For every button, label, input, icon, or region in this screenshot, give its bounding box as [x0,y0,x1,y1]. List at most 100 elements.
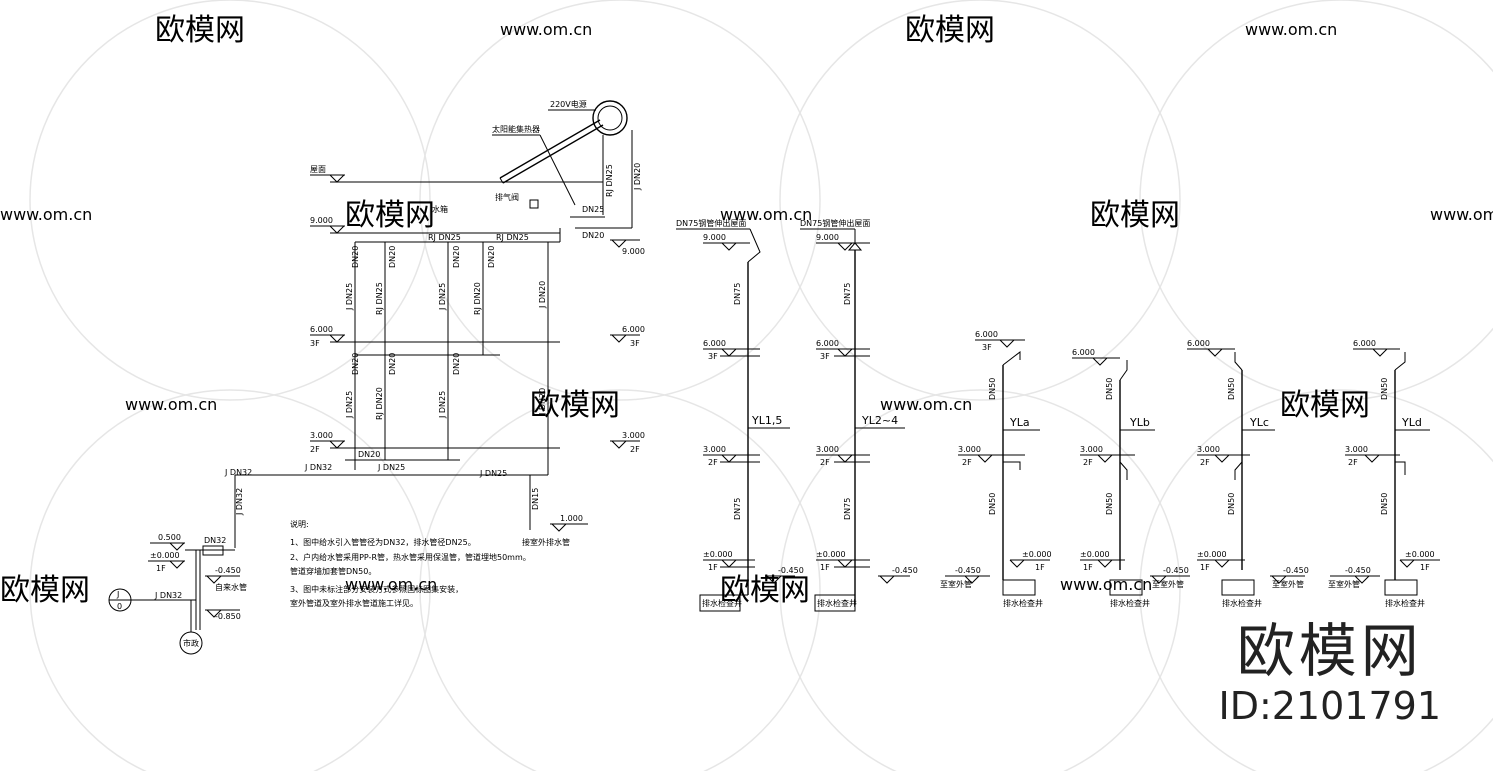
riser-level: 3.000 [1080,445,1103,454]
floor-3f-right: 3F [630,339,640,348]
watermark-url: www.om.cn [500,20,592,39]
riser-sump: 排水检查井 [1385,598,1425,608]
riser-name: YLa [1009,416,1030,429]
pipe-label-dn20: DN20 [582,231,604,240]
pipe-label-rj-dn20: RJ DN20 [375,387,384,420]
inspection-well-icon [1384,579,1418,596]
riser-ylc: 6.000 DN50 YLc 3.000 2F DN50 ±0.000 1F -… [1187,339,1309,608]
inspection-well-icon [1109,579,1143,596]
inspection-well-icon [1221,579,1255,596]
note-line: 管道穿墙加套管DN50。 [290,566,376,576]
riser-level: -0.450 [892,566,918,575]
pipe-label-rj-dn25: RJ DN25 [375,282,384,315]
floor-2f: 2F [310,445,320,454]
vent-label: 排气阀 [495,192,519,202]
riser-pipe: DN50 [988,378,997,400]
pipe-label-dn20: DN20 [452,246,461,268]
riser-floor: 3F [820,352,830,361]
riser-floor: 2F [962,458,972,467]
floor-3f: 3F [310,339,320,348]
level-neg045: -0.450 [215,566,241,575]
riser-level: -0.450 [1163,566,1189,575]
riser-level: 3.000 [1345,445,1368,454]
source-0: 0 [117,602,122,611]
riser-name: YL2~4 [861,414,898,427]
supply-label: 自来水管 [215,582,247,592]
pipe-label-j-dn25: J DN25 [438,283,447,311]
water-tank-label: 水箱 [432,204,448,214]
riser-name: YLc [1249,416,1269,429]
note-line: 1、图中给水引入管管径为DN32，排水管径DN25。 [290,537,476,547]
riser-name: YLb [1129,416,1150,429]
pipe-label-j-dn20: J DN20 [538,281,547,309]
riser-sump: 排水检查井 [817,598,857,608]
riser-level: 9.000 [703,233,726,242]
riser-side: 至室外管 [1152,579,1184,589]
vent-valve-icon [529,199,539,209]
pipe-label-dn20: DN20 [388,246,397,268]
watermark-logo: 欧模网 [0,573,90,608]
pipe-label-dn25: DN25 [582,205,604,214]
inspection-well-icon [814,594,856,612]
floor-2f-right: 2F [630,445,640,454]
pipe-label-dn20: DN20 [487,246,496,268]
water-supply-diagram: 220V电源 太阳能集热器 RJ DN25 J DN20 屋面 排气阀 水箱 D… [108,99,645,655]
riser-level: ±0.000 [703,550,733,559]
brand-stamp: 欧模网 ID:2101791 [1218,618,1441,728]
riser-level: 6.000 [975,330,998,339]
pipe-label-j-dn25: J DN25 [377,463,405,472]
pipe-label-dn20: DN20 [388,353,397,375]
riser-level: 6.000 [1072,348,1095,357]
riser-sump: 排水检查井 [1222,598,1262,608]
riser-floor: 1F [1200,563,1210,572]
riser-yl15: DN75钢管伸出屋面 9.000 DN75 6.000 3F YL1,5 3.0… [676,218,804,612]
riser-floor: 2F [1200,458,1210,467]
note-line: 3、图中未标注部分安装方式参照国标图集安装， [290,584,463,594]
riser-level: 3.000 [958,445,981,454]
pipe-label-dn20: DN20 [358,450,380,459]
pipe-label-j-dn20: J DN20 [538,388,547,416]
riser-level: 6.000 [1353,339,1376,348]
riser-level: 6.000 [816,339,839,348]
watermark-url: www.om.cn [1245,20,1337,39]
pipe-label-rj-dn25-h2: RJ DN25 [496,233,529,242]
riser-level: ±0.000 [816,550,846,559]
riser-floor: 1F [820,563,830,572]
riser-pipe: DN50 [1105,493,1114,515]
watermark-url: www.om.cn [125,395,217,414]
solar-power-label: 220V电源 [550,99,587,109]
riser-pipe: DN50 [988,493,997,515]
watermark-url: www.om.cn [0,205,92,224]
riser-level: -0.450 [778,566,804,575]
pipe-label-rj-dn25: RJ DN25 [605,164,614,197]
water-meter-icon [202,545,224,556]
pipe-label-dn20: DN20 [351,246,360,268]
riser-level: -0.450 [1283,566,1309,575]
riser-floor: 3F [982,343,992,352]
riser-level: 3.000 [816,445,839,454]
riser-pipe: DN50 [1227,378,1236,400]
level-1: 1.000 [560,514,583,523]
notes-title: 说明: [290,519,309,529]
outlet-label: 接室外排水管 [522,537,570,547]
riser-yl24: DN75钢管伸出屋面 9.000 DN75 6.000 3F YL2~4 3.0… [800,218,918,612]
riser-sump: 排水检查井 [1110,598,1150,608]
pipe-label-j-dn25: J DN25 [479,469,507,478]
riser-name: YL1,5 [751,414,782,427]
level-3: 3.000 [310,431,333,440]
riser-floor: 1F [708,563,718,572]
riser-side: 至室外管 [1328,579,1360,589]
pipe-label-j-dn32: J DN32 [304,463,332,472]
watermark-url: www.om.cn [1430,205,1493,224]
watermark-logo: 欧模网 [1090,198,1180,233]
pipe-label-j-dn32: J DN32 [154,591,182,600]
riser-pipe: DN50 [1380,493,1389,515]
meter-label: DN32 [204,536,226,545]
notes-block: 说明: 1、图中给水引入管管径为DN32，排水管径DN25。 2、户内给水管采用… [290,519,531,608]
level-3-right: 3.000 [622,431,645,440]
note-line: 室外管道及室外排水管道施工详见。 [290,598,418,608]
riser-top-label: DN75钢管伸出屋面 [676,218,746,228]
riser-pipe: DN50 [1105,378,1114,400]
